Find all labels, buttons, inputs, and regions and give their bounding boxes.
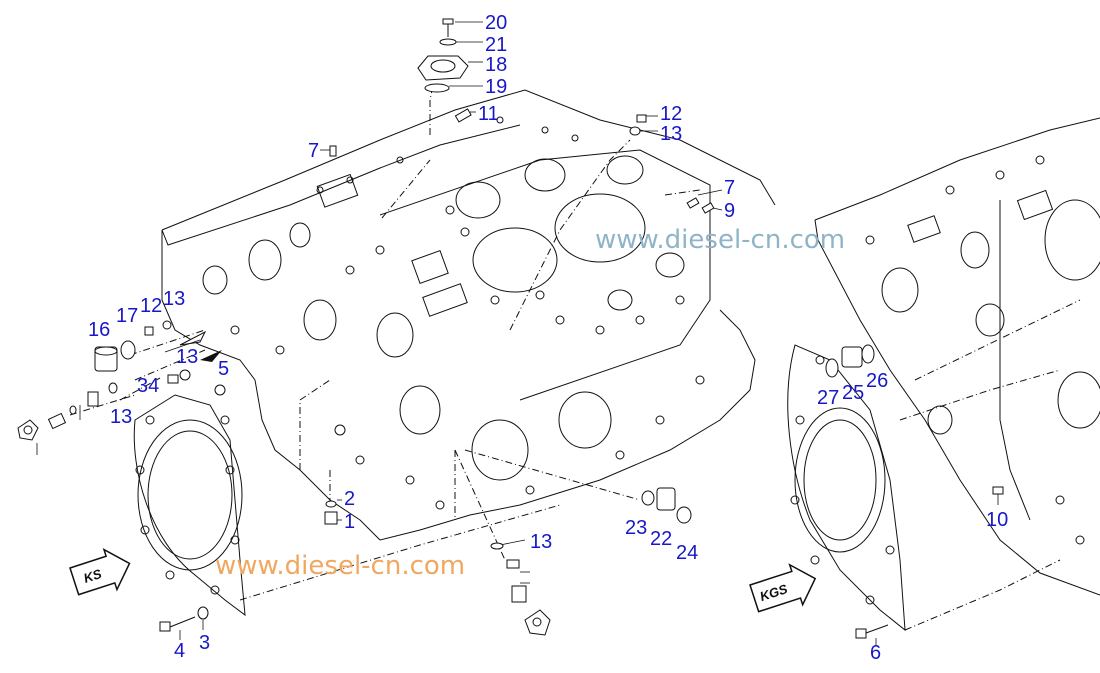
engine-block-left <box>69 89 776 617</box>
kgs-direction-arrow: KGS <box>749 563 817 613</box>
callout-13: 13 <box>660 123 682 145</box>
callout-34: 34 <box>137 375 159 397</box>
parts-left <box>17 18 723 640</box>
callout-24: 24 <box>676 542 698 564</box>
watermark-top: www.diesel-cn.com <box>595 225 845 255</box>
ks-direction-arrow: KS <box>69 548 131 596</box>
callout-5: 5 <box>218 358 229 380</box>
callout-20: 20 <box>485 12 507 34</box>
callout-4: 4 <box>174 640 185 662</box>
callout-7: 7 <box>724 177 735 199</box>
callout-1: 1 <box>344 511 355 533</box>
callout-3: 3 <box>199 632 210 654</box>
callout-18: 18 <box>485 54 507 76</box>
engine-block-right <box>787 117 1100 632</box>
callout-10: 10 <box>986 509 1008 531</box>
callout-13: 13 <box>163 288 185 310</box>
ks-label: KS <box>82 566 104 586</box>
callout-13: 13 <box>176 346 198 368</box>
callout-25: 25 <box>842 382 864 404</box>
parts-right <box>825 344 1004 645</box>
callout-12: 12 <box>140 295 162 317</box>
callout-7: 7 <box>308 140 319 162</box>
callout-9: 9 <box>724 200 735 222</box>
callout-23: 23 <box>625 517 647 539</box>
callout-13: 13 <box>530 531 552 553</box>
callout-2: 2 <box>344 488 355 510</box>
callout-21: 21 <box>485 34 507 56</box>
callout-6: 6 <box>870 642 881 664</box>
callout-17: 17 <box>116 305 138 327</box>
callout-13: 13 <box>110 406 132 428</box>
callout-22: 22 <box>650 528 672 550</box>
callout-11: 11 <box>478 103 499 125</box>
callout-16: 16 <box>88 319 110 341</box>
watermark-bottom: www.diesel-cn.com <box>215 551 465 581</box>
callout-26: 26 <box>866 370 888 392</box>
callout-19: 19 <box>485 76 507 98</box>
callout-12: 12 <box>660 103 682 125</box>
callout-27: 27 <box>817 387 839 409</box>
